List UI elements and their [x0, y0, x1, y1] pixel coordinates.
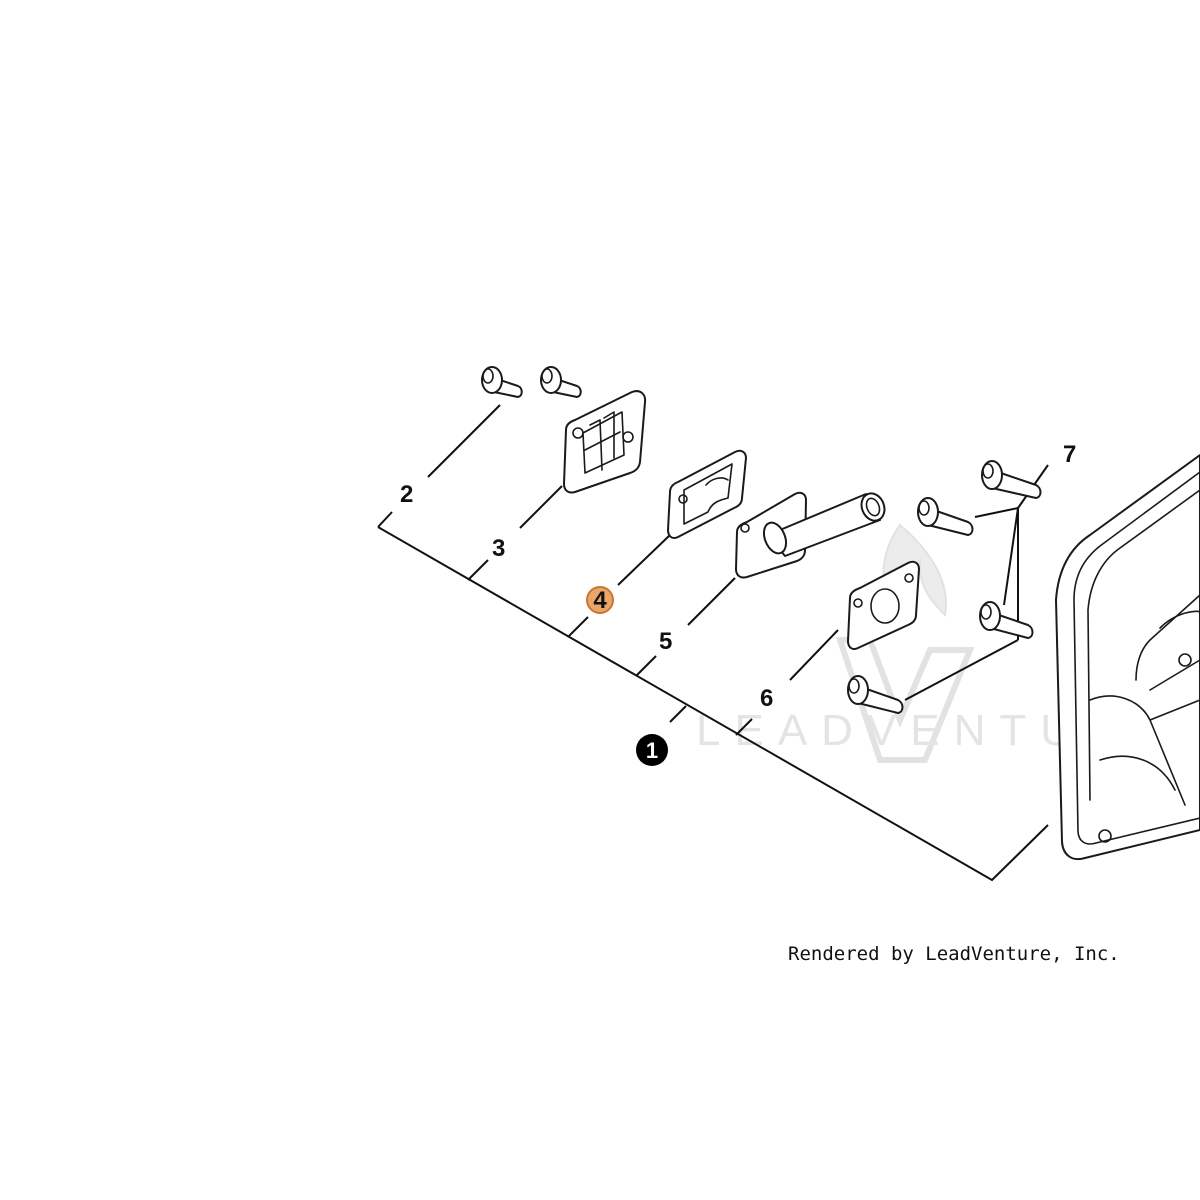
- callout-label-2[interactable]: 2: [400, 481, 413, 508]
- part-7-bolt-2[interactable]: [917, 497, 974, 536]
- leader-line-2-upper: [427, 404, 501, 478]
- callout-label-7[interactable]: 7: [1063, 441, 1076, 468]
- leader-line-5: [635, 655, 657, 677]
- part-6-flange-gasket[interactable]: [847, 560, 920, 651]
- callout-badge-4[interactable]: 4: [586, 586, 614, 614]
- leader-line-7-d: [904, 639, 1019, 701]
- leader-line-2: [377, 511, 393, 528]
- leader-line-1: [669, 705, 687, 723]
- leader-line-6: [735, 718, 753, 736]
- leader-line-3-upper: [519, 485, 563, 529]
- leader-line-6-upper: [789, 629, 839, 681]
- callout-label-5[interactable]: 5: [659, 628, 672, 655]
- part-3-cover-plate[interactable]: [563, 390, 647, 494]
- part-1-muffler-body[interactable]: [1055, 454, 1200, 861]
- callout-badge-1[interactable]: 1: [636, 734, 668, 766]
- leader-line-3: [467, 559, 489, 581]
- leader-lines: [377, 404, 1049, 882]
- render-credit: Rendered by LeadVenture, Inc.: [788, 943, 1120, 965]
- leader-line-7-b: [1003, 507, 1019, 606]
- main-assembly-bracket-line: [377, 526, 1049, 882]
- leader-line-5-upper: [687, 577, 736, 626]
- leader-line-4-upper: [617, 534, 671, 586]
- part-7-bolt-3[interactable]: [979, 601, 1034, 639]
- part-7-bolt-4[interactable]: [847, 675, 904, 714]
- part-5-exhaust-pipe[interactable]: [735, 490, 888, 579]
- leader-line-4: [567, 616, 589, 638]
- callout-label-1: 1: [646, 738, 658, 763]
- main-assembly-circle: [636, 734, 668, 766]
- part-4-gasket[interactable]: [667, 449, 747, 540]
- part-2-bolt-left[interactable]: [481, 366, 523, 398]
- highlight-circle: [586, 586, 614, 614]
- part-2-bolt-right[interactable]: [540, 366, 582, 398]
- callout-labels: 2 3 4 5 6 7 1: [400, 441, 1076, 766]
- leader-line-7-a: [974, 507, 1019, 518]
- callout-label-3[interactable]: 3: [492, 535, 505, 562]
- part-7-bolt-1[interactable]: [981, 460, 1042, 499]
- callout-label-6[interactable]: 6: [760, 685, 773, 712]
- callout-label-4: 4: [593, 587, 607, 614]
